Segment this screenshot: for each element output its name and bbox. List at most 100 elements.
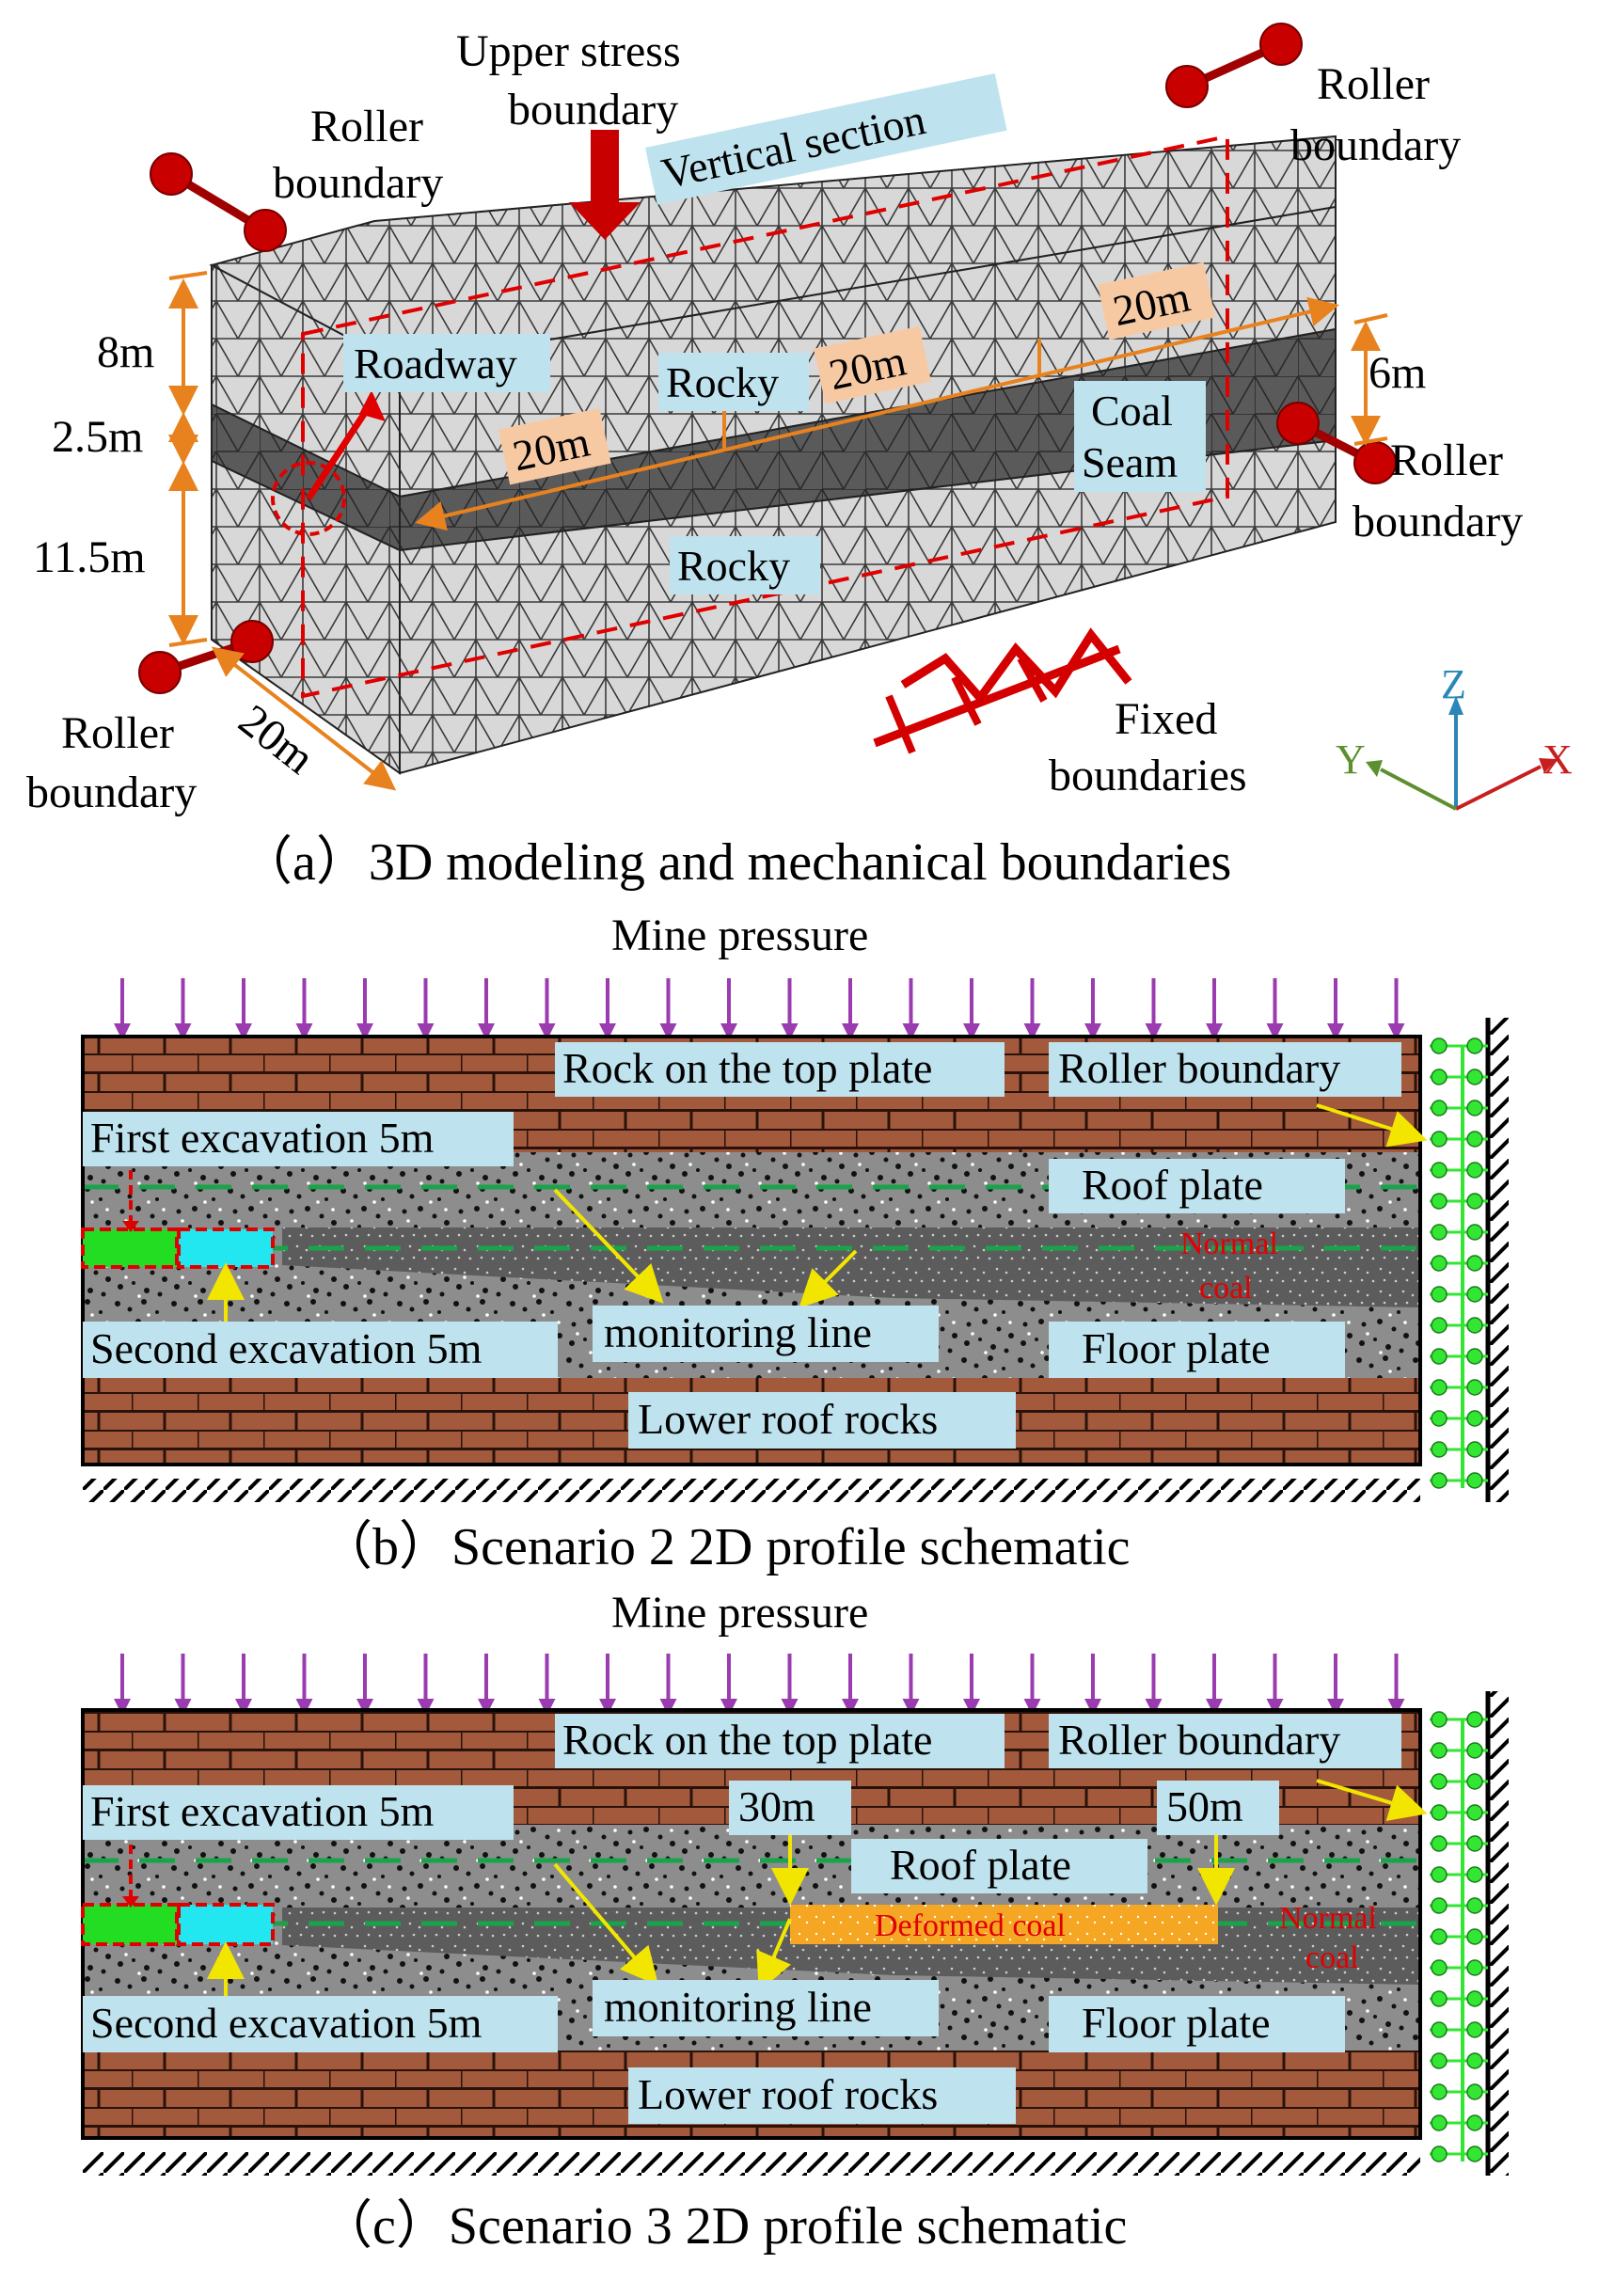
pressure-arrow-icon <box>599 978 616 1040</box>
roller-label-tl-2: boundary <box>273 158 443 208</box>
rocky-label-bottom: Rocky <box>677 542 790 590</box>
roller-node-icon <box>1430 1990 1488 2007</box>
roadway-marker <box>271 461 346 536</box>
roller-node-icon <box>1430 1069 1488 1085</box>
roller-node-icon <box>1430 1959 1488 1976</box>
roller-node-icon <box>1430 2083 1488 2100</box>
pressure-arrow-icon <box>1387 1654 1405 1716</box>
roller-node-icon <box>1430 2052 1488 2069</box>
caption-a: （a）3D modeling and mechanical boundaries <box>240 833 1231 892</box>
second-excavation-label-c: Second excavation 5m <box>90 1999 483 2047</box>
mark-50m: 50m <box>1166 1782 1243 1830</box>
second-excavation-block-c <box>177 1903 275 1946</box>
normal-coal-label-b-2: coal <box>1199 1271 1253 1306</box>
roller-node-icon <box>1430 1472 1488 1489</box>
pressure-arrow-icon <box>902 1654 920 1716</box>
panel-b: Mine pressure Rock on the top plate Roll… <box>81 910 1509 1576</box>
roller-node-icon <box>1430 1410 1488 1427</box>
mark-30m: 30m <box>738 1782 815 1830</box>
pressure-arrow-icon <box>659 978 677 1040</box>
fixed-boundary-icon <box>873 627 1132 754</box>
pressure-arrow-icon <box>599 1654 616 1716</box>
rock-top-label-c: Rock on the top plate <box>562 1716 932 1764</box>
panel-a: Z X Y Roadway Rocky Rocky Coal Seam Vert… <box>26 23 1573 892</box>
roadway-label: Roadway <box>354 340 517 388</box>
roller-node-icon <box>1430 2146 1488 2162</box>
roller-icon <box>138 620 274 694</box>
pressure-arrows-b <box>114 978 1405 1040</box>
roller-node-icon <box>1430 1928 1488 1945</box>
lower-roof-rocks-label-b: Lower roof rocks <box>638 1395 938 1443</box>
pressure-arrow-icon <box>1387 978 1405 1040</box>
first-excavation-block-b <box>81 1227 179 1269</box>
roller-node-icon <box>1430 1224 1488 1241</box>
deformed-coal-zone <box>790 1905 1218 1944</box>
first-excavation-block-c <box>81 1903 179 1946</box>
pressure-arrow-icon <box>1206 1654 1223 1716</box>
pressure-arrow-icon <box>235 978 252 1040</box>
roller-node-icon <box>1430 1255 1488 1272</box>
pressure-arrow-icon <box>417 978 435 1040</box>
roller-chain-c <box>1430 1711 1488 2162</box>
roller-node-icon <box>1430 1773 1488 1790</box>
roller-node-icon <box>1430 1835 1488 1852</box>
roller-node-icon <box>1430 1866 1488 1883</box>
pressure-arrows-c <box>114 1654 1405 1716</box>
roller-label-tr-2: boundary <box>1290 120 1461 170</box>
rocky-label-top: Rocky <box>666 358 779 406</box>
roof-plate-label-c: Roof plate <box>890 1841 1071 1889</box>
fixed-label-2: boundaries <box>1049 751 1247 800</box>
floor-plate-label-b: Floor plate <box>1082 1324 1271 1372</box>
rock-top-label-b: Rock on the top plate <box>562 1044 932 1092</box>
pressure-arrow-icon <box>1084 978 1101 1040</box>
axis-z-label: Z <box>1441 661 1466 707</box>
roller-label-tl-1: Roller <box>310 102 423 151</box>
upper-stress-label-1: Upper stress <box>456 26 681 76</box>
second-excavation-label-b: Second excavation 5m <box>90 1324 483 1372</box>
caption-b: （b）Scenario 2 2D profile schematic <box>320 1518 1131 1576</box>
roller-label-bl-1: Roller <box>61 708 174 758</box>
monitoring-line-label-b: monitoring line <box>604 1308 872 1356</box>
pressure-arrow-icon <box>902 978 920 1040</box>
pressure-arrow-icon <box>1023 1654 1041 1716</box>
pressure-arrow-icon <box>781 978 799 1040</box>
roller-node-icon <box>1430 1897 1488 1914</box>
first-excavation-label-c: First excavation 5m <box>90 1787 435 1835</box>
coal-seam-label-1: Coal <box>1091 387 1173 435</box>
dim-2-5m: 2.5m <box>52 412 143 462</box>
roller-node-icon <box>1430 1131 1488 1148</box>
roller-node-icon <box>1430 1100 1488 1116</box>
axis-y-label: Y <box>1336 736 1366 783</box>
pressure-arrow-icon <box>114 978 131 1040</box>
roof-plate-label-b: Roof plate <box>1082 1161 1263 1209</box>
pressure-arrow-icon <box>720 1654 737 1716</box>
pressure-arrow-icon <box>114 1654 131 1716</box>
roller-node-icon <box>1430 1286 1488 1303</box>
roller-label-r-2: boundary <box>1353 497 1523 546</box>
roller-node-icon <box>1430 1162 1488 1179</box>
roller-icon <box>1165 23 1303 108</box>
mine-pressure-label-c: Mine pressure <box>611 1588 868 1638</box>
roller-node-icon <box>1430 1804 1488 1821</box>
roller-node-icon <box>1430 1348 1488 1365</box>
normal-coal-label-b-1: Normal <box>1180 1227 1278 1261</box>
roller-label-r-1: Roller <box>1390 435 1503 485</box>
pressure-arrow-icon <box>538 1654 556 1716</box>
pressure-arrow-icon <box>1327 1654 1344 1716</box>
pressure-arrow-icon <box>659 1654 677 1716</box>
pressure-arrow-icon <box>1266 1654 1284 1716</box>
roller-node-icon <box>1430 1441 1488 1458</box>
pressure-arrow-icon <box>1145 978 1163 1040</box>
roller-node-icon <box>1430 1711 1488 1728</box>
caption-c: （c）Scenario 3 2D profile schematic <box>320 2197 1127 2256</box>
dim-8m: 8m <box>97 327 154 377</box>
pressure-arrow-icon <box>1145 1654 1163 1716</box>
pressure-arrow-icon <box>417 1654 435 1716</box>
pressure-arrow-icon <box>478 1654 495 1716</box>
first-excavation-label-b: First excavation 5m <box>90 1114 435 1162</box>
dim-6m: 6m <box>1369 348 1426 398</box>
second-excavation-block-b <box>177 1227 275 1269</box>
monitoring-line-label-c: monitoring line <box>604 1983 872 2031</box>
roller-node-icon <box>1430 1379 1488 1396</box>
pressure-arrow-icon <box>1023 978 1041 1040</box>
